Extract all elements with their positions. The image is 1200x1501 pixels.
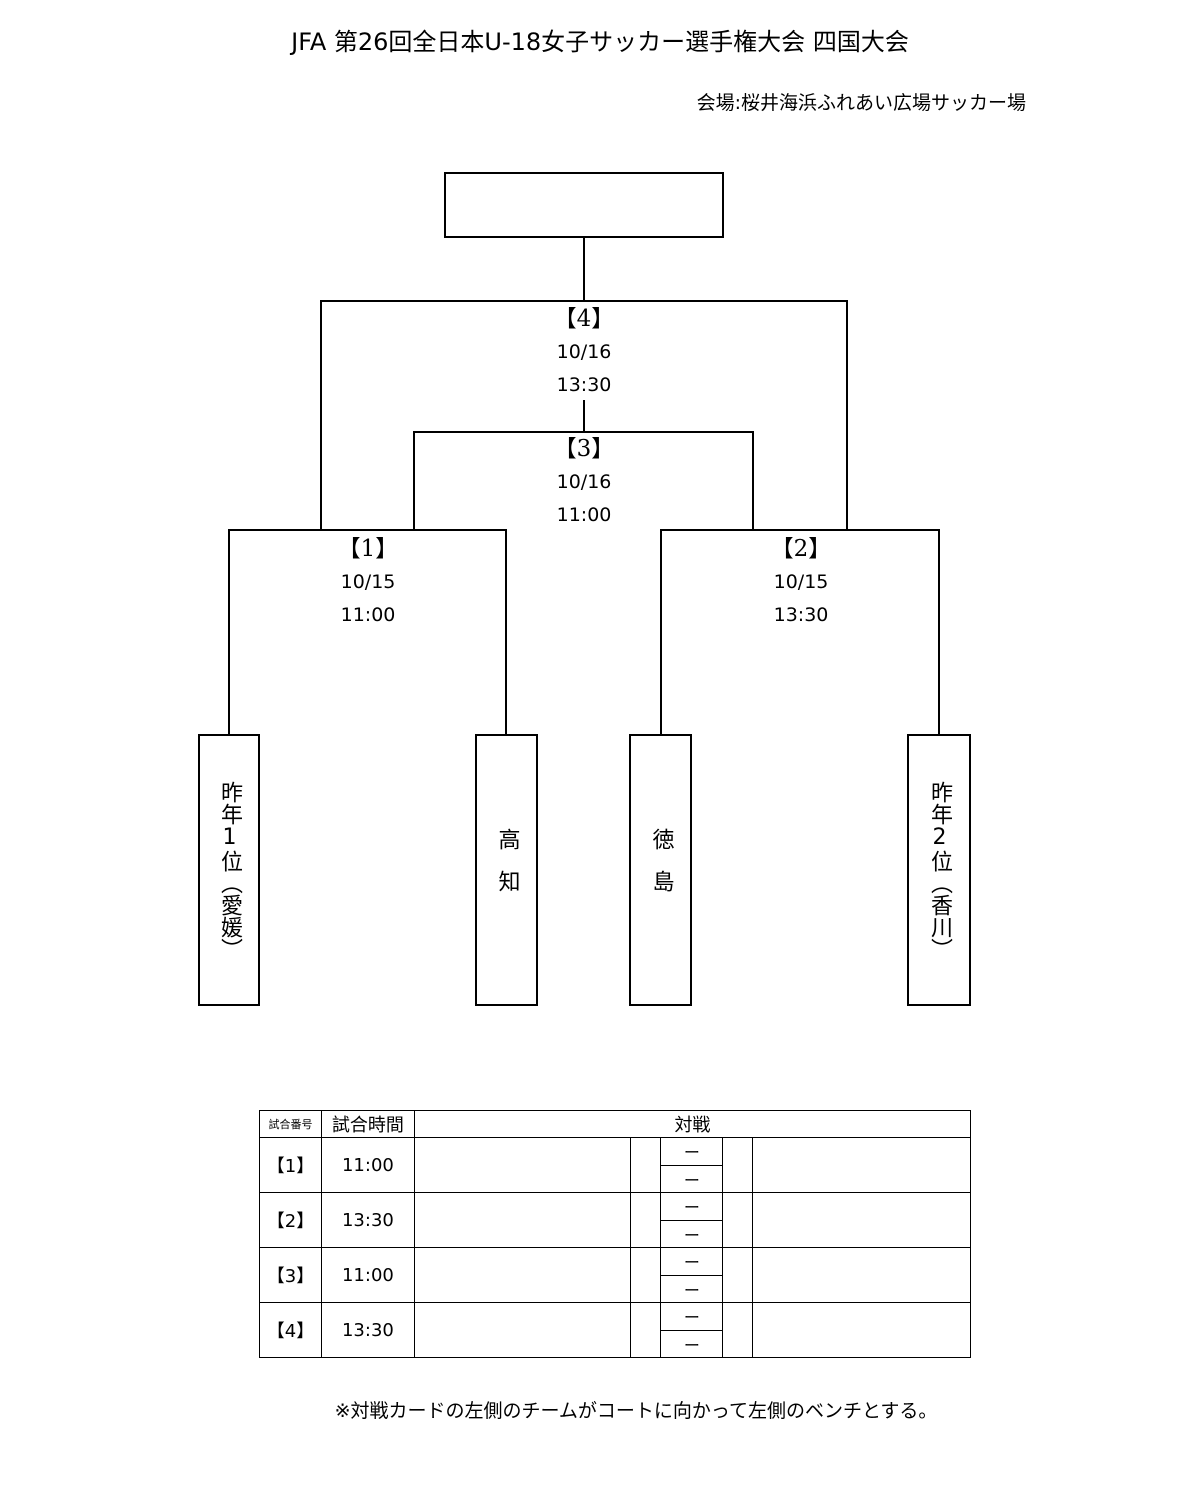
bracket-line — [938, 529, 940, 735]
bracket-match-1: 【1】 10/15 11:00 — [298, 533, 438, 632]
bracket-line — [846, 300, 848, 531]
match-number: 【2】 — [770, 536, 832, 562]
left-score-cell — [629, 1192, 662, 1248]
score-dash: ー — [661, 1219, 723, 1248]
bracket-line — [505, 529, 507, 735]
half-score-cell: ーー — [660, 1192, 724, 1248]
bracket-line — [413, 431, 754, 433]
team-box-ehime: 昨年1位（愛媛） — [198, 734, 260, 1006]
score-dash: ー — [683, 1198, 700, 1218]
row-time: 13:30 — [320, 1192, 415, 1248]
venue-label: 会場:桜井海浜ふれあい広場サッカー場 — [696, 92, 1026, 114]
row-time: 13:30 — [320, 1302, 415, 1358]
match-number: 【1】 — [337, 536, 399, 562]
left-team-cell — [413, 1192, 631, 1248]
right-score-cell — [722, 1302, 754, 1358]
left-team-cell — [413, 1137, 631, 1193]
left-team-cell — [413, 1247, 631, 1303]
bracket-line — [320, 300, 322, 531]
bracket-match-3: 【3】 10/16 11:00 — [514, 433, 654, 532]
right-team-cell — [752, 1247, 971, 1303]
team-name: 高知 — [494, 828, 520, 912]
row-match-no: 【1】 — [259, 1137, 322, 1193]
table-row: 【2】 13:30 ーー — [259, 1192, 971, 1248]
team-box-kochi: 高知 — [475, 734, 538, 1006]
left-score-cell — [629, 1302, 662, 1358]
match-time: 11:00 — [340, 604, 396, 626]
page-title: JFA 第26回全日本U-18女子サッカー選手権大会 四国大会 — [291, 28, 909, 56]
header-match-no: 試合番号 — [259, 1110, 322, 1138]
row-time: 11:00 — [320, 1247, 415, 1303]
match-number: 【3】 — [553, 436, 615, 462]
schedule-table: 試合番号 試合時間 対戦 【1】 11:00 ーー 【2】 13:30 ーー 【… — [259, 1110, 972, 1358]
left-score-cell — [629, 1247, 662, 1303]
bracket-match-2: 【2】 10/15 13:30 — [731, 533, 871, 632]
team-name: 昨年1位（愛媛） — [217, 780, 242, 960]
bracket-line — [660, 529, 662, 735]
bracket-line — [320, 300, 848, 302]
match-time: 11:00 — [556, 504, 612, 526]
match-time: 13:30 — [773, 604, 829, 626]
bracket-line — [660, 529, 940, 531]
bracket-line — [228, 529, 507, 531]
score-dash: ー — [661, 1329, 723, 1358]
bracket-line — [413, 431, 415, 531]
left-team-cell — [413, 1302, 631, 1358]
table-row: 【4】 13:30 ーー — [259, 1302, 971, 1358]
team-box-tokushima: 徳島 — [629, 734, 692, 1006]
winner-box — [444, 172, 724, 238]
bracket-line — [583, 238, 585, 302]
score-dash: ー — [661, 1164, 723, 1193]
row-match-no: 【2】 — [259, 1192, 322, 1248]
score-dash: ー — [683, 1253, 700, 1273]
score-dash: ー — [683, 1143, 700, 1163]
team-name: 昨年2位（香川） — [927, 780, 952, 960]
match-time: 13:30 — [556, 374, 612, 396]
table-row: 【1】 11:00 ーー — [259, 1137, 971, 1193]
header-versus: 対戦 — [413, 1110, 972, 1138]
match-date: 10/16 — [556, 471, 612, 493]
right-score-cell — [722, 1192, 754, 1248]
team-name: 徳島 — [648, 828, 674, 912]
half-score-cell: ーー — [660, 1247, 724, 1303]
bench-note: ※対戦カードの左側のチームがコートに向かって左側のベンチとする。 — [334, 1400, 938, 1422]
bracket-line — [583, 400, 585, 433]
match-date: 10/16 — [556, 341, 612, 363]
right-team-cell — [752, 1302, 971, 1358]
team-box-kagawa: 昨年2位（香川） — [907, 734, 971, 1006]
row-match-no: 【3】 — [259, 1247, 322, 1303]
bracket-match-4: 【4】 10/16 13:30 — [514, 303, 654, 402]
half-score-cell: ーー — [660, 1137, 724, 1193]
right-team-cell — [752, 1192, 971, 1248]
left-score-cell — [629, 1137, 662, 1193]
row-match-no: 【4】 — [259, 1302, 322, 1358]
score-dash: ー — [661, 1274, 723, 1303]
table-header-row: 試合番号 試合時間 対戦 — [259, 1110, 972, 1138]
half-score-cell: ーー — [660, 1302, 724, 1358]
right-team-cell — [752, 1137, 971, 1193]
table-row: 【3】 11:00 ーー — [259, 1247, 971, 1303]
right-score-cell — [722, 1247, 754, 1303]
match-date: 10/15 — [340, 571, 396, 593]
bracket-line — [228, 529, 230, 735]
score-dash: ー — [683, 1308, 700, 1328]
match-number: 【4】 — [553, 306, 615, 332]
bracket-line — [752, 431, 754, 531]
row-time: 11:00 — [320, 1137, 415, 1193]
right-score-cell — [722, 1137, 754, 1193]
header-time: 試合時間 — [320, 1110, 415, 1138]
match-date: 10/15 — [773, 571, 829, 593]
